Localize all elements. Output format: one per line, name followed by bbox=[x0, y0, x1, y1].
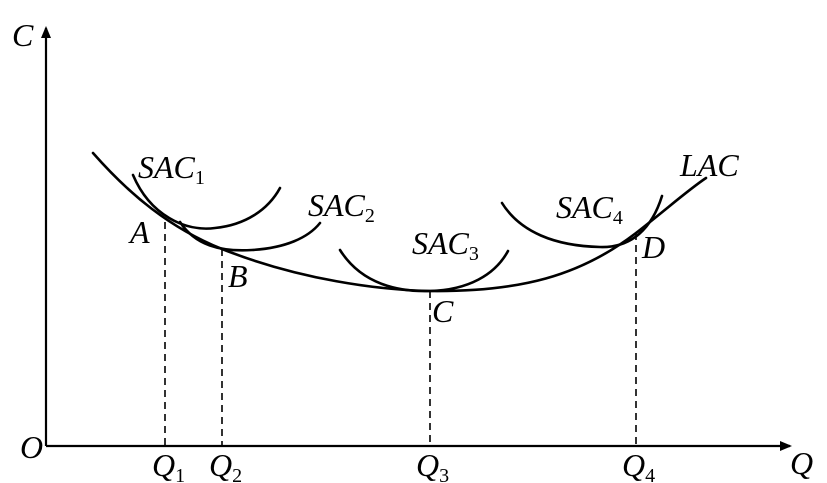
sac2-label-main: SAC bbox=[308, 187, 366, 223]
sac3-label: SAC3 bbox=[412, 225, 479, 265]
sac2-label: SAC2 bbox=[308, 187, 375, 227]
point-d-label: D bbox=[641, 229, 665, 265]
sac1-curve bbox=[131, 173, 282, 230]
sac1-label-sub: 1 bbox=[195, 167, 205, 189]
q1-label: Q1 bbox=[152, 447, 185, 483]
q4-label: Q4 bbox=[622, 447, 655, 483]
q2-label-main: Q bbox=[209, 447, 232, 483]
q2-label-sub: 2 bbox=[232, 465, 242, 483]
x-axis-label: Q bbox=[790, 445, 813, 481]
sac4-label: SAC4 bbox=[556, 189, 623, 229]
sac2-label-sub: 2 bbox=[365, 205, 375, 227]
sac1-label: SAC1 bbox=[138, 149, 205, 189]
q1-label-sub: 1 bbox=[175, 465, 185, 483]
sac4-curve bbox=[500, 194, 664, 249]
sac2-curve bbox=[178, 220, 322, 252]
sac3-curve bbox=[338, 248, 510, 293]
lac-label: LAC bbox=[679, 147, 739, 183]
q4-label-sub: 4 bbox=[645, 465, 655, 483]
y-axis-label: C bbox=[12, 17, 34, 53]
point-b-label: B bbox=[228, 258, 248, 294]
sac1-label-main: SAC bbox=[138, 149, 196, 185]
sac3-label-sub: 3 bbox=[469, 243, 479, 265]
q3-label-sub: 3 bbox=[439, 465, 449, 483]
point-a-label: A bbox=[128, 214, 150, 250]
q4-label-main: Q bbox=[622, 447, 645, 483]
q3-label-main: Q bbox=[416, 447, 439, 483]
q2-label: Q2 bbox=[209, 447, 242, 483]
point-c-label: C bbox=[432, 293, 454, 329]
sac3-label-main: SAC bbox=[412, 225, 470, 261]
q1-label-main: Q bbox=[152, 447, 175, 483]
q3-label: Q3 bbox=[416, 447, 449, 483]
sac4-label-sub: 4 bbox=[613, 207, 623, 229]
origin-label: O bbox=[20, 429, 43, 465]
sac4-label-main: SAC bbox=[556, 189, 614, 225]
